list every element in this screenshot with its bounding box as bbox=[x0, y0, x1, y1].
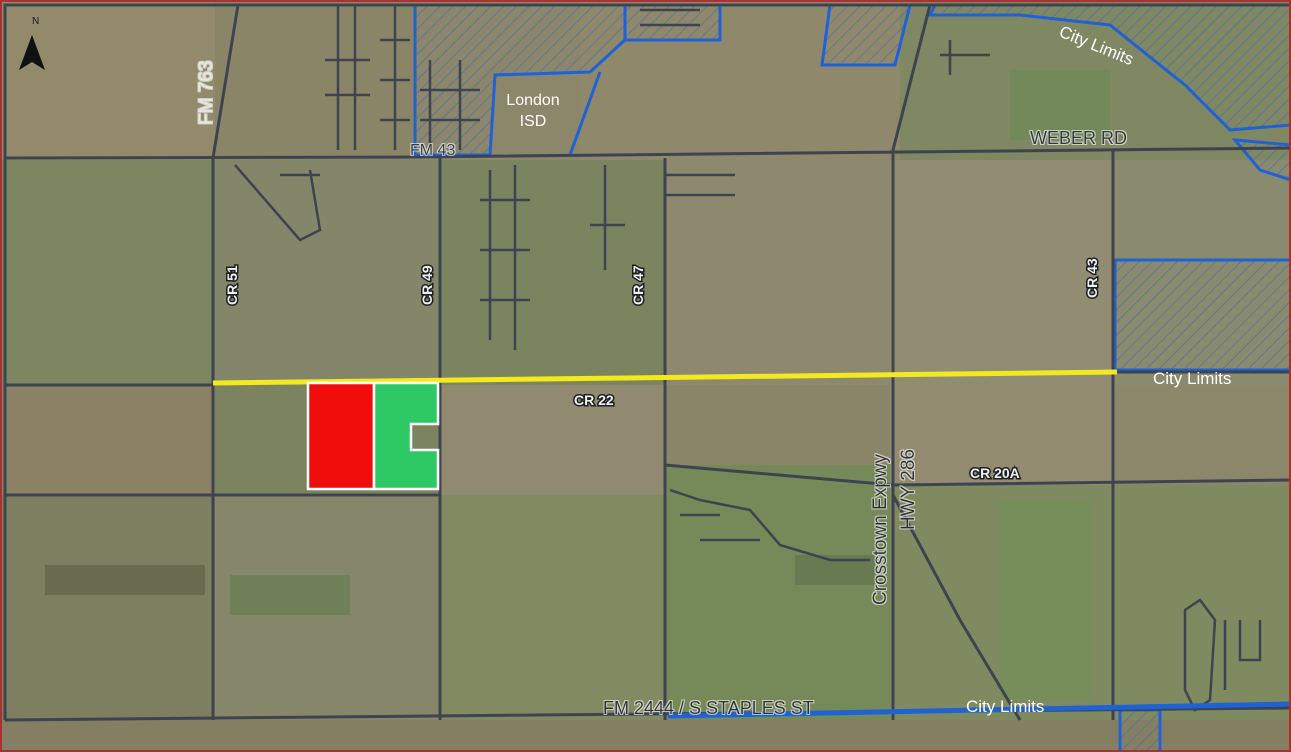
label-cr47: CR 47 bbox=[630, 265, 646, 305]
label-cr20a: CR 20A bbox=[970, 465, 1020, 481]
diagonal-road bbox=[891, 494, 1022, 721]
cr22-highlight bbox=[212, 369, 1118, 386]
road-network bbox=[3, 3, 1291, 722]
north-arrow-icon: N bbox=[19, 16, 45, 70]
local-streets bbox=[234, 5, 1262, 712]
city-limits-areas bbox=[413, 3, 1291, 752]
label-fm763: FM 763 bbox=[196, 61, 217, 125]
label-cr43: CR 43 bbox=[1084, 258, 1100, 298]
label-crosstown-expwy: Crosstown Expwy bbox=[870, 454, 891, 605]
label-city-limits-bottom: City Limits bbox=[966, 697, 1044, 716]
label-weber-rd: WEBER RD bbox=[1030, 128, 1127, 148]
label-cr51: CR 51 bbox=[224, 265, 240, 305]
label-city-limits-right: City Limits bbox=[1153, 369, 1231, 388]
label-hwy286: HWY 286 bbox=[898, 449, 919, 530]
fm43-road bbox=[4, 146, 1291, 160]
hwy286-road bbox=[891, 4, 932, 720]
parcel-green[interactable] bbox=[372, 381, 440, 491]
label-cr22: CR 22 bbox=[574, 392, 614, 408]
label-fm2444: FM 2444 / S STAPLES ST bbox=[603, 698, 814, 718]
parcel-red[interactable] bbox=[306, 381, 376, 491]
cr20a-road bbox=[664, 463, 1291, 487]
svg-text:N: N bbox=[32, 16, 39, 27]
label-fm43: FM 43 bbox=[410, 142, 455, 159]
city-limits-line-south bbox=[667, 701, 1291, 719]
label-london-isd-line1: London bbox=[506, 92, 559, 109]
label-cr49: CR 49 bbox=[419, 265, 435, 305]
label-london-isd-line2: ISD bbox=[520, 113, 547, 130]
fm763-road bbox=[211, 4, 240, 159]
